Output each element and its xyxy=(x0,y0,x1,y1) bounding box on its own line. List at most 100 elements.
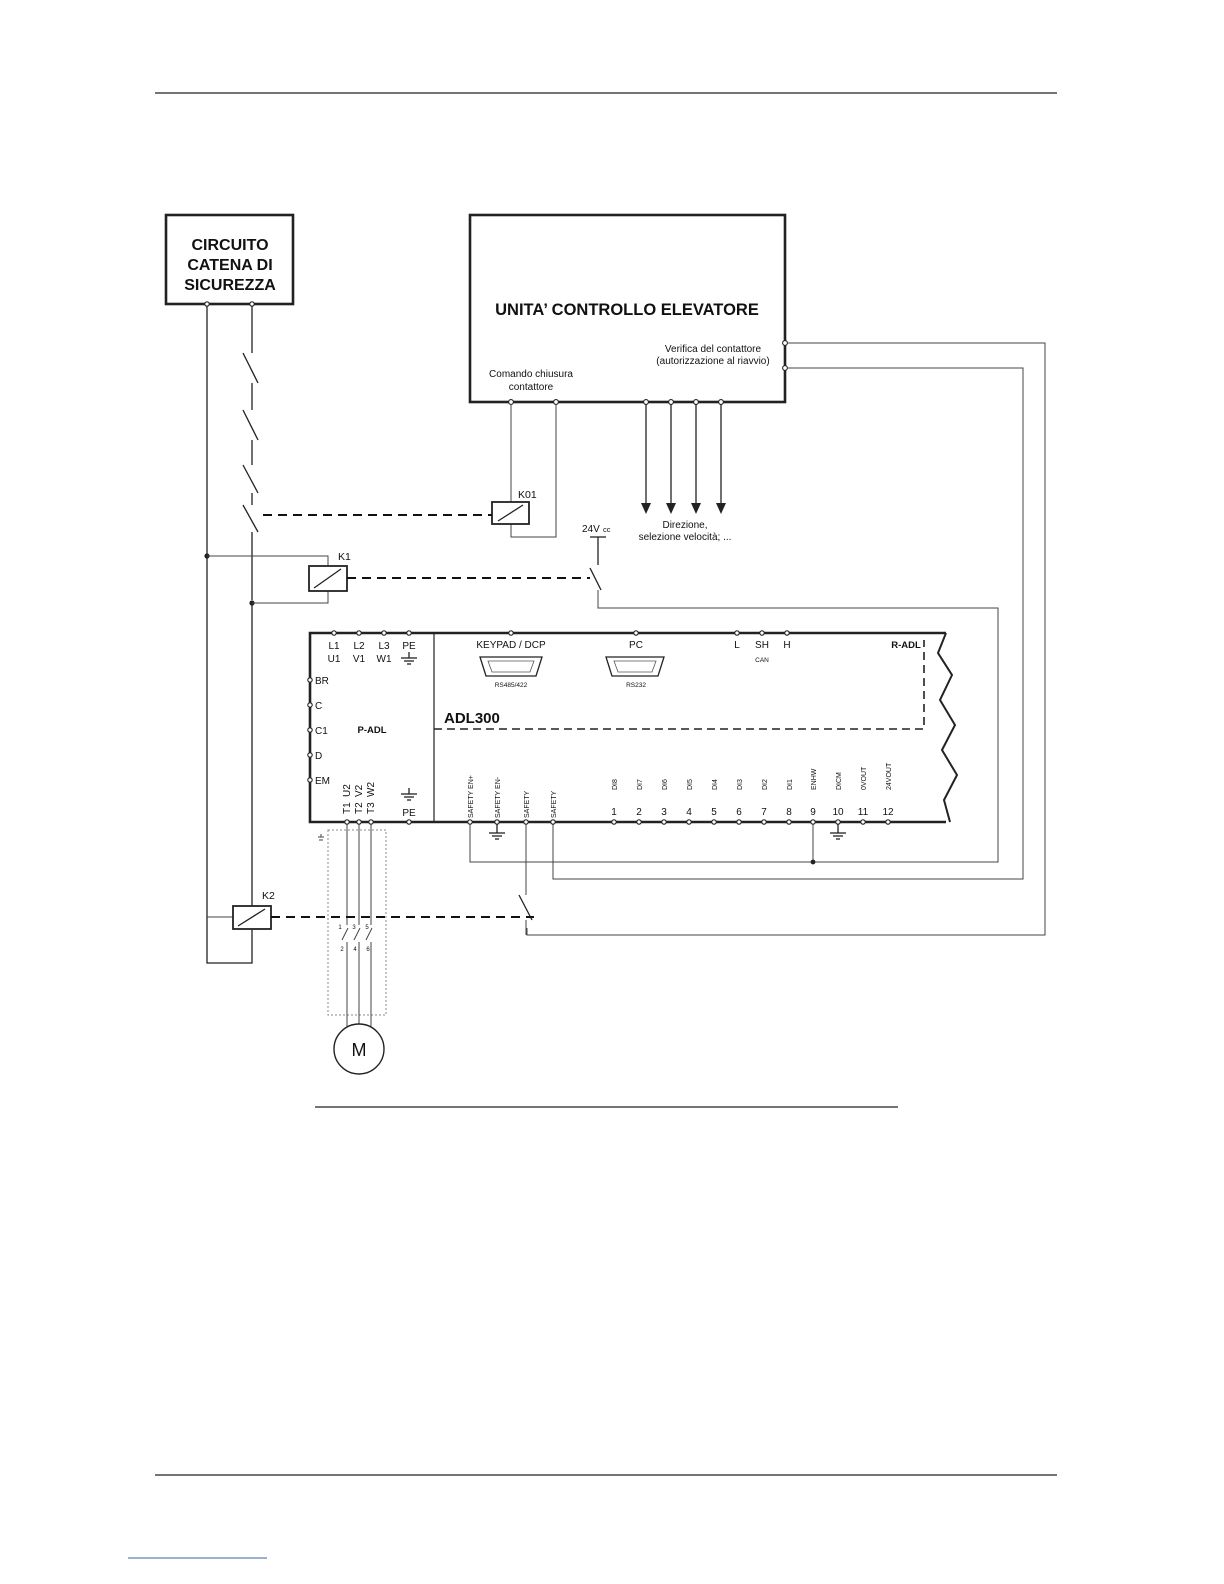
terminal-T3: T3 xyxy=(366,802,377,814)
controller-box: UNITA’ CONTROLLO ELEVATORE Verifica del … xyxy=(468,213,788,405)
pc-sub-label: RS232 xyxy=(626,682,646,689)
supply-sub: cc xyxy=(603,525,611,534)
contact-number-4: 4 xyxy=(353,947,357,953)
terminal-can-H: H xyxy=(783,640,790,651)
terminal-V2: V2 xyxy=(354,784,365,797)
io-label-2: DI7 xyxy=(637,779,644,790)
io-number-2: 2 xyxy=(636,807,642,818)
k01-label: K01 xyxy=(518,489,537,501)
io-label-5: DI4 xyxy=(712,779,719,790)
can-terminals: L SH H CAN xyxy=(734,630,791,664)
terminal-safety-en-plus: SAFETY EN+ xyxy=(468,775,475,818)
motor-cable: 1 3 5 2 4 6 xyxy=(318,824,387,1030)
terminal-T2: T2 xyxy=(354,802,365,814)
verify-line1: Verifica del contattore xyxy=(665,344,762,355)
io-label-1: DI8 xyxy=(612,779,619,790)
terminal-PE-top: PE xyxy=(402,641,416,652)
io-number-5: 5 xyxy=(711,807,717,818)
safety-chain-box: CIRCUITO CATENA DI SICUREZZA xyxy=(164,213,295,306)
terminal-L1: L1 xyxy=(328,641,340,652)
io-label-4: DI5 xyxy=(687,779,694,790)
safety-contact-3 xyxy=(242,464,259,494)
k1-relay: K1 xyxy=(308,551,590,592)
safety-box-line2: CATENA DI xyxy=(187,257,272,274)
ground-icon xyxy=(830,824,846,840)
contact-number-6: 6 xyxy=(366,947,370,953)
io-number-6: 6 xyxy=(736,807,742,818)
contact-number-5: 5 xyxy=(365,925,369,931)
can-label: CAN xyxy=(755,657,769,664)
io-label-12: 24VOUT xyxy=(886,762,893,790)
cmd-line2: contattore xyxy=(509,382,554,393)
terminal-EM: EM xyxy=(315,776,330,787)
k1-label: K1 xyxy=(338,551,351,563)
terminal-C1: C1 xyxy=(315,726,328,737)
io-number-7: 7 xyxy=(761,807,767,818)
pc-connector: PC RS232 xyxy=(605,630,665,689)
k2-power-contact-2 xyxy=(353,927,361,941)
k2-relay: K2 xyxy=(232,890,534,930)
safety-contact-1 xyxy=(242,352,259,384)
direction-line2: selezione velocità; ... xyxy=(639,532,732,543)
keypad-sub-label: RS485/422 xyxy=(495,682,528,689)
io-number-8: 8 xyxy=(786,807,792,818)
io-label-9: ENHW xyxy=(811,768,818,790)
terminal-safety-1: SAFETY xyxy=(524,790,531,818)
terminal-V1: V1 xyxy=(353,654,366,665)
contact-number-3: 3 xyxy=(352,925,356,931)
k1-contact xyxy=(589,567,602,591)
terminal-U1: U1 xyxy=(328,654,341,665)
keypad-connector: KEYPAD / DCP RS485/422 xyxy=(476,630,546,689)
p-adl-label: P-ADL xyxy=(357,725,386,736)
terminal-L3: L3 xyxy=(378,641,390,652)
io-label-7: DI2 xyxy=(762,779,769,790)
io-number-12: 12 xyxy=(882,807,894,818)
supply-24v: 24V cc xyxy=(582,524,999,863)
ground-icon xyxy=(489,824,505,840)
terminal-safety-2: SAFETY xyxy=(551,790,558,818)
k01-contact xyxy=(242,504,259,533)
cmd-line1: Comando chiusura xyxy=(489,369,573,380)
supply-label: 24V xyxy=(582,524,600,535)
safety-contact-2 xyxy=(242,409,259,441)
drive-name: ADL300 xyxy=(444,710,500,727)
k2-power-contact-3 xyxy=(365,927,373,941)
ground-icon xyxy=(401,788,417,801)
safety-box-line3: SICUREZZA xyxy=(184,277,276,294)
terminal-BR: BR xyxy=(315,676,329,687)
power-input-terminals: L1 L2 L3 PE U1 V1 W1 xyxy=(328,630,417,665)
io-label-3: DI6 xyxy=(662,779,669,790)
verify-line2: (autorizzazione al riavvio) xyxy=(656,356,769,367)
terminal-T1: T1 xyxy=(342,802,353,814)
io-number-4: 4 xyxy=(686,807,692,818)
direction-arrows: Direzione, selezione velocità; ... xyxy=(639,404,732,543)
motor-icon xyxy=(333,1023,385,1075)
terminal-U2: U2 xyxy=(342,784,353,797)
pc-label: PC xyxy=(629,640,643,651)
k2-contact xyxy=(518,894,533,921)
motor: M xyxy=(333,1023,385,1075)
safety-terminals: SAFETY EN+ SAFETY EN- SAFETY SAFETY xyxy=(467,775,815,935)
k01-wiring: K01 xyxy=(263,404,557,538)
brake-terminals: BR C C1 D EM xyxy=(307,676,330,787)
io-number-3: 3 xyxy=(661,807,667,818)
motor-output-terminals: U2 V2 W2 T1 T2 T3 PE xyxy=(342,782,417,825)
ground-icon xyxy=(318,834,324,841)
terminal-safety-en-minus: SAFETY EN- xyxy=(495,776,502,818)
controller-title: UNITA’ CONTROLLO ELEVATORE xyxy=(495,301,759,319)
io-label-11: 0VOUT xyxy=(861,766,868,790)
io-terminals: DI8 DI7 DI6 DI5 DI4 DI3 DI2 DI1 ENHW DIC… xyxy=(611,762,894,865)
contact-number-2: 2 xyxy=(340,947,344,953)
k2-power-contact-1 xyxy=(341,927,349,941)
terminal-W1: W1 xyxy=(377,654,392,665)
io-label-10: DICM xyxy=(836,772,843,790)
terminal-PE-bottom: PE xyxy=(402,808,416,819)
io-number-10: 10 xyxy=(832,807,844,818)
ground-icon xyxy=(401,652,417,665)
safety-chain-wiring xyxy=(204,301,329,964)
keypad-label: KEYPAD / DCP xyxy=(476,640,546,651)
safety-box-line1: CIRCUITO xyxy=(191,237,268,254)
terminal-can-L: L xyxy=(734,640,740,651)
verify-feedback-wiring xyxy=(526,342,1046,936)
terminal-can-SH: SH xyxy=(755,640,769,651)
